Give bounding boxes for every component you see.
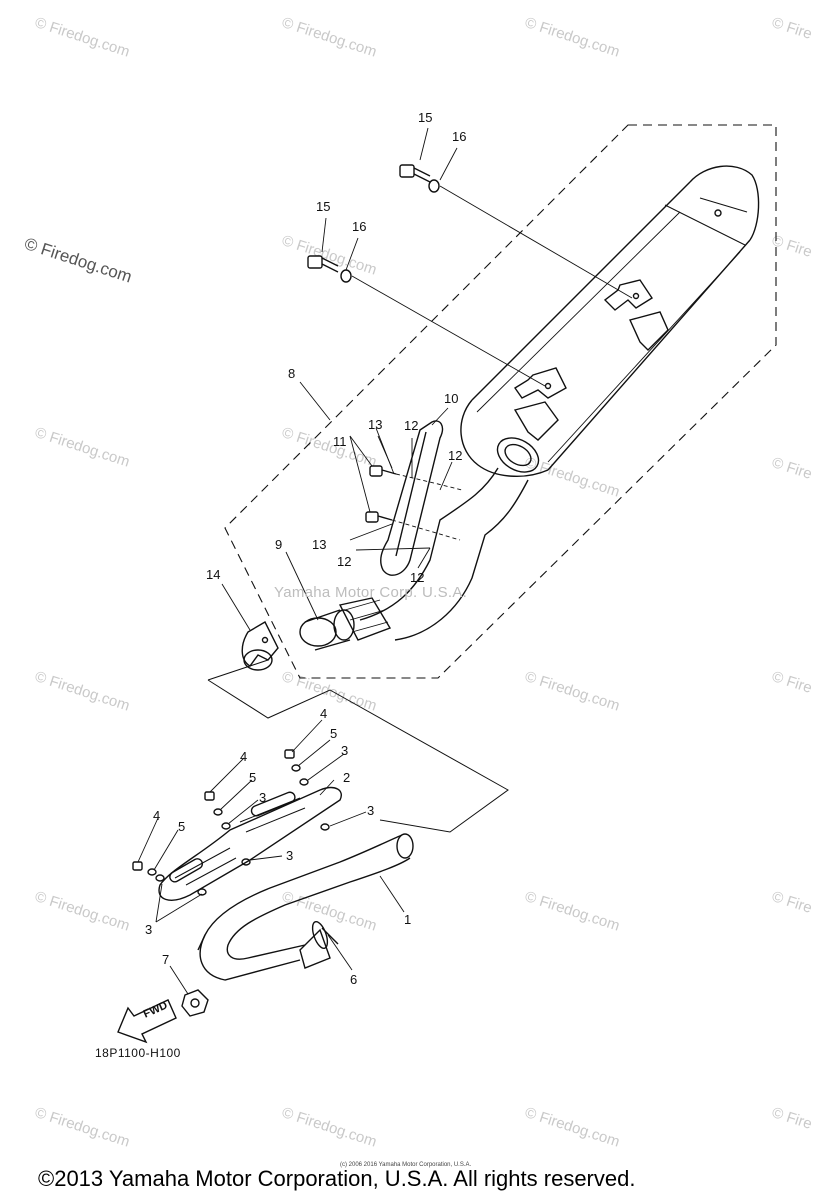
bolt-upper [399, 164, 633, 299]
clamp [241, 621, 279, 671]
callout-5-top: 5 [330, 726, 338, 741]
protector-fasteners [132, 749, 330, 896]
callout-1: 1 [404, 912, 412, 927]
assembly-outline-dashed [224, 124, 777, 679]
callout-11: 11 [333, 434, 347, 449]
leader-lines-upper [221, 127, 458, 631]
tiny-copyright: (c) 2006 2016 Yamaha Motor Corporation, … [340, 1162, 472, 1168]
sub-assembly-outline [207, 659, 509, 833]
callout-3-mid: 3 [259, 790, 267, 805]
callout-9: 9 [275, 537, 283, 552]
muffler-inlet-pipe [338, 467, 529, 641]
callout-16-lower: 16 [352, 219, 367, 234]
callout-14: 14 [206, 567, 221, 582]
callout-6: 6 [350, 972, 358, 987]
exhaust-gasket [311, 920, 329, 950]
fwd-arrow [117, 999, 177, 1044]
callout-15-upper: 15 [418, 110, 433, 125]
callout-12-bottom: 12 [410, 570, 425, 585]
copyright-notice: ©2013 Yamaha Motor Corporation, U.S.A. A… [38, 1166, 636, 1191]
callout-13-lower: 13 [312, 537, 327, 552]
leader-lines-lower [137, 719, 405, 995]
callout-15-lower: 15 [316, 199, 331, 214]
diagram-code: 18P1100-H100 [95, 1046, 181, 1060]
center-watermark: Yamaha Motor Corp. U.S.A. [274, 584, 468, 601]
callout-3-right: 3 [367, 803, 375, 818]
callout-3-top: 3 [341, 743, 349, 758]
callout-5-mid: 5 [249, 770, 257, 785]
bolt-lower [307, 255, 546, 387]
callout-4-top: 4 [320, 706, 328, 721]
callout-2: 2 [343, 770, 351, 785]
callout-12-lower: 12 [337, 554, 352, 569]
callout-3-center: 3 [286, 848, 294, 863]
muffler-can [460, 165, 760, 478]
callout-8: 8 [288, 366, 296, 381]
heat-protector [158, 786, 342, 901]
joint-sleeve [299, 609, 355, 651]
callout-10: 10 [444, 391, 459, 406]
callout-4-mid: 4 [240, 749, 248, 764]
callout-12-upper: 12 [404, 418, 419, 433]
gasket-bolts [365, 465, 463, 541]
callout-7: 7 [162, 952, 170, 967]
exhaust-header-pipe [181, 833, 414, 1017]
callout-16-upper: 16 [452, 129, 467, 144]
callout-3-bottom: 3 [145, 922, 153, 937]
callout-12-right: 12 [448, 448, 463, 463]
callout-13-upper: 13 [368, 417, 383, 432]
callout-4-left: 4 [153, 808, 161, 823]
callout-5-left: 5 [178, 819, 186, 834]
